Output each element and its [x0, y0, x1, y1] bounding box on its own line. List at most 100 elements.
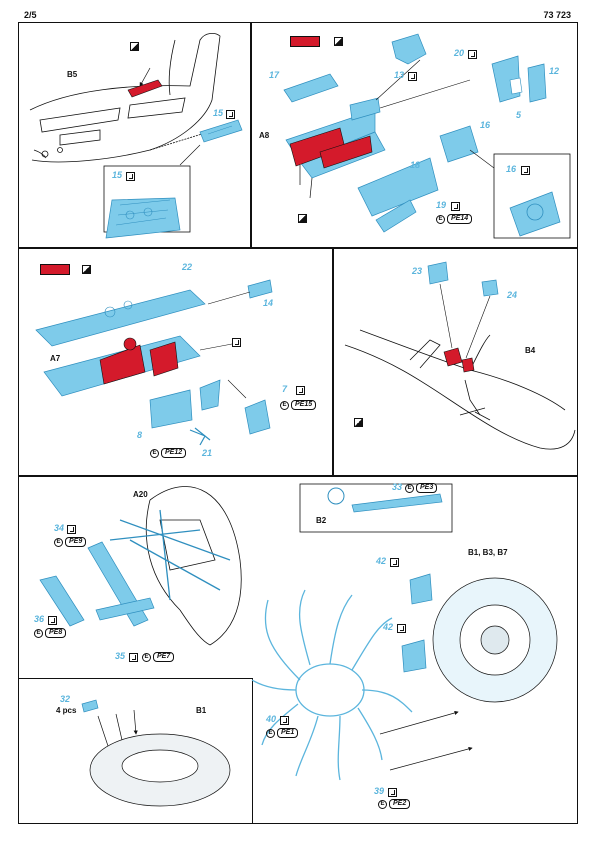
part-34: 34 — [54, 523, 65, 533]
pe-part-42-lower — [401, 639, 427, 673]
half-shade-icon — [82, 265, 91, 274]
pe-code-pe1: PE1 — [277, 728, 299, 738]
part-23: 23 — [412, 266, 423, 276]
part-8: 8 — [137, 430, 143, 440]
panel-throttle-box — [18, 248, 333, 476]
half-shade-icon — [334, 37, 343, 46]
panel-instrument-console — [251, 22, 578, 248]
part-19: 19 — [436, 200, 447, 210]
part-16: 16 — [480, 120, 491, 130]
half-shade-icon — [298, 214, 307, 223]
pe-code-pe9: PE9 — [65, 537, 87, 547]
ref-a7: A7 — [50, 354, 61, 363]
part-15-detail: 15 — [112, 170, 123, 180]
part-13: 13 — [394, 70, 405, 80]
pe-part-8 — [149, 389, 193, 429]
part-33: 33 — [392, 482, 403, 492]
part-15: 15 — [213, 108, 224, 118]
ref-a20: A20 — [133, 490, 148, 499]
pe-code-pe14: PE14 — [447, 214, 473, 224]
ref-b1: B1 — [196, 706, 207, 715]
fold-icon — [397, 624, 406, 633]
pe-part-18 — [357, 157, 439, 217]
pe-code-pe8: PE8 — [45, 628, 67, 638]
part-32: 32 — [60, 694, 71, 704]
pe-part-33 — [351, 493, 443, 513]
pe-part-24 — [481, 279, 499, 297]
pe-code-pe12: PE12 — [161, 448, 187, 458]
pe-part-12 — [527, 63, 547, 103]
pe-part-42-upper — [409, 573, 433, 605]
engine-mount-tubes — [109, 509, 231, 601]
pe-part-7 — [244, 399, 271, 435]
console-drawing — [285, 97, 386, 199]
red-swatch-icon — [290, 36, 320, 47]
pe-part-23 — [427, 261, 449, 285]
pe-panel-15-small — [199, 119, 243, 143]
ignition-harness — [251, 589, 413, 781]
pe-part-22 — [35, 289, 206, 347]
pe-part-36 — [39, 575, 85, 627]
quantity-note: 4 pcs — [56, 706, 77, 715]
pe-code-pe15: PE15 — [291, 400, 317, 410]
part-40: 40 — [266, 714, 277, 724]
prepainted-part-b5 — [127, 79, 163, 98]
pe-part-35 — [95, 597, 155, 621]
part-16-detail: 16 — [506, 164, 517, 174]
fuselage-drawing — [344, 329, 576, 450]
pe-part-14 — [247, 279, 273, 299]
ref-b4: B4 — [525, 346, 536, 355]
part-39: 39 — [374, 786, 385, 796]
pe-part-16 — [439, 125, 479, 163]
pe-part-17 — [283, 73, 339, 103]
pe-part-19 — [375, 199, 417, 233]
fold-icon — [48, 616, 57, 625]
half-shade-icon — [130, 42, 139, 51]
half-shade-icon — [354, 418, 363, 427]
part-5: 5 — [516, 110, 522, 120]
ref-a8: A8 — [259, 131, 270, 140]
kit-number: 73 723 — [543, 10, 571, 20]
pe-code-pe3: PE3 — [416, 483, 438, 493]
part-42-lower: 42 — [383, 622, 394, 632]
panel-cockpit-sidewall — [18, 22, 251, 248]
part-35: 35 — [115, 651, 126, 661]
pe-code-pe7: PE7 — [153, 652, 175, 662]
fold-icon — [280, 716, 289, 725]
part-42-upper: 42 — [376, 556, 387, 566]
part-7: 7 — [282, 384, 288, 394]
fold-icon — [126, 172, 135, 181]
fold-icon — [388, 788, 397, 797]
fold-icon — [521, 166, 530, 175]
fold-icon — [408, 72, 417, 81]
pe-code-pe2: PE2 — [389, 799, 411, 809]
panel-engine-assembly — [18, 476, 578, 824]
ref-b5: B5 — [67, 70, 78, 79]
part-21: 21 — [202, 448, 213, 458]
fold-icon — [232, 338, 241, 347]
radial-engine-drawing — [432, 577, 558, 703]
fold-icon — [468, 50, 477, 59]
part-36: 36 — [34, 614, 45, 624]
pe-part-21 — [189, 427, 211, 446]
part-18: 18 — [410, 160, 421, 170]
sidewall-drawing — [29, 32, 221, 163]
part-24: 24 — [507, 290, 518, 300]
ref-b2: B2 — [316, 516, 327, 525]
ref-b1-b3-b7: B1, B3, B7 — [468, 548, 508, 557]
fold-icon — [451, 202, 460, 211]
engine-cylinder-drawing — [89, 733, 231, 807]
part-12: 12 — [549, 66, 560, 76]
part-14: 14 — [263, 298, 274, 308]
panel-engine-cylinders — [18, 678, 253, 824]
